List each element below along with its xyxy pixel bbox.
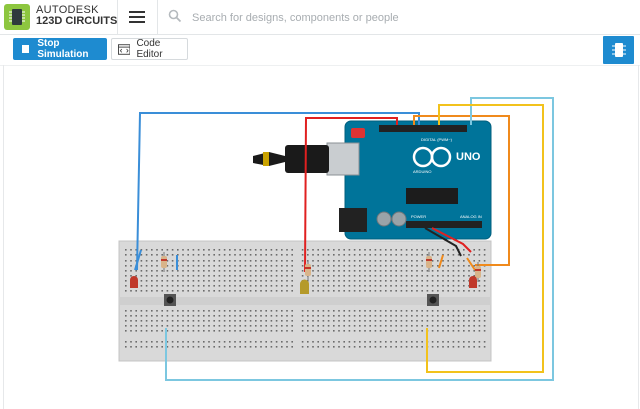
divider [157, 0, 158, 34]
power-label: POWER [411, 214, 426, 219]
brand-line-1: AUTODESK [36, 4, 99, 16]
code-editor-label: Code Editor [136, 38, 163, 60]
wire-blue [136, 112, 420, 271]
power-jack [339, 208, 367, 232]
search-icon [168, 9, 182, 23]
brand-line-2: 123D CIRCUITS [36, 15, 118, 27]
divider [117, 0, 118, 34]
resistor [426, 252, 432, 272]
hamburger-icon[interactable] [129, 9, 145, 25]
search-input[interactable] [190, 7, 614, 29]
wire-orange [413, 115, 510, 266]
wire-ground [424, 227, 462, 257]
components-icon [611, 43, 626, 57]
board-brand: ARDUINO [413, 169, 431, 174]
stop-icon [22, 45, 30, 53]
code-editor-icon [118, 43, 131, 55]
analog-label: ANALOG IN [460, 214, 482, 219]
sim-toolbar [0, 35, 640, 66]
stop-simulation-label: Stop Simulation [37, 38, 89, 60]
wire-lightblue [165, 97, 554, 381]
components-panel-button[interactable] [603, 36, 634, 64]
wire-red [304, 117, 398, 273]
reset-button [351, 128, 365, 138]
digital-label: DIGITAL (PWM~) [421, 137, 453, 142]
led-red [469, 276, 477, 288]
led-red [130, 276, 138, 288]
push-button [164, 294, 176, 306]
top-bar: AUTODESK 123D CIRCUITS [0, 0, 640, 35]
resistor [305, 260, 311, 280]
wire-yellow [426, 104, 544, 373]
push-button [427, 294, 439, 306]
push-buttons[interactable] [164, 294, 439, 306]
resistors[interactable] [161, 252, 481, 282]
atmega-chip [406, 188, 458, 204]
board-title: UNO [456, 151, 481, 163]
led-yellow [300, 279, 309, 294]
leds[interactable] [130, 276, 477, 294]
code-editor-button[interactable]: Code Editor [111, 38, 188, 60]
resistor [475, 262, 481, 282]
resistor [161, 252, 167, 272]
app-logo[interactable] [4, 4, 30, 30]
chip-icon [9, 9, 25, 25]
arduino-uno-board[interactable]: UNO ARDUINO DIGITAL (PWM~) ANALOG IN POW… [339, 120, 492, 240]
wire-power [431, 227, 472, 253]
circuit-canvas[interactable]: UNO ARDUINO DIGITAL (PWM~) ANALOG IN POW… [3, 65, 639, 409]
brand-wordmark: AUTODESK 123D CIRCUITS [36, 5, 117, 27]
stop-simulation-button[interactable]: Stop Simulation [13, 38, 107, 60]
usb-cable[interactable] [253, 142, 360, 176]
wires[interactable] [134, 97, 554, 381]
